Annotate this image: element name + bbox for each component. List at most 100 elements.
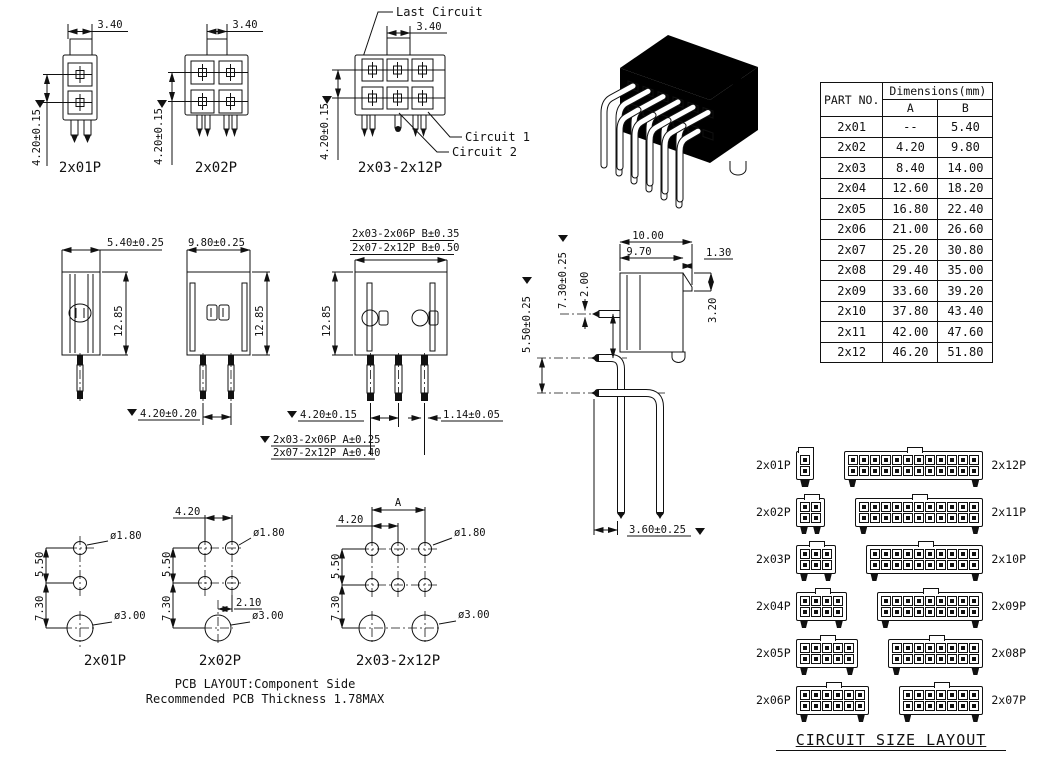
pcb-layout-2x03-2x12p: A 4.20 5.50 7.30 ø1.80 ø3.00 2x03-2x12P — [330, 497, 490, 669]
connector-4col — [796, 588, 847, 628]
cavity — [969, 513, 980, 523]
cavity — [903, 466, 914, 476]
cavity — [925, 549, 936, 559]
cavity — [870, 549, 881, 559]
cavity — [903, 690, 914, 700]
dim-pin-pitch: 4.20±0.20 — [140, 408, 197, 420]
cavity — [958, 701, 969, 711]
cavity — [903, 701, 914, 711]
connector-leg — [800, 573, 808, 581]
connector-tab — [825, 682, 842, 688]
cavity — [947, 455, 958, 465]
connector-tab — [934, 682, 951, 688]
dim-pitch: 4.20±0.15 — [31, 109, 43, 166]
cavity — [859, 466, 870, 476]
note-b-tol-small: 2x03-2x06P B±0.35 — [352, 228, 459, 240]
connector-tab — [809, 541, 825, 547]
cavity — [947, 654, 958, 664]
connector-leg — [971, 667, 980, 675]
note-b-tol-large: 2x07-2x12P B±0.50 — [352, 242, 459, 254]
dim-hole-pitch: 5.50 — [161, 552, 173, 577]
cavity — [811, 690, 821, 700]
cavity — [958, 690, 969, 700]
cavity — [914, 455, 925, 465]
connector-10col — [866, 541, 984, 581]
cavity — [969, 455, 980, 465]
cavity — [800, 643, 810, 653]
cavity — [833, 643, 843, 653]
cavity — [914, 643, 925, 653]
dim-pin-pitch: 4.20±0.15 — [300, 409, 357, 421]
cavity — [800, 466, 810, 476]
cavity — [811, 643, 821, 653]
dim-depth-body: 9.70 — [626, 246, 651, 258]
cavity — [936, 607, 947, 617]
connector-leg — [859, 526, 868, 534]
cavity — [969, 502, 980, 512]
connector-leg — [824, 573, 832, 581]
view-label-2x03-2x12p: 2x03-2x12P — [358, 160, 442, 176]
hole-dia-small: ø1.80 — [253, 527, 285, 539]
cavity — [936, 466, 947, 476]
connector-leg — [971, 620, 980, 628]
dim-hole-pitch: 5.50 — [330, 554, 342, 579]
connector-5col — [796, 635, 858, 675]
cavity — [833, 607, 843, 617]
connector-tab — [798, 447, 814, 453]
cavity — [800, 455, 810, 465]
table-header-a: A — [882, 99, 939, 117]
connector-2col — [796, 494, 825, 534]
connector-leg — [813, 526, 821, 534]
cavity — [958, 502, 969, 512]
connector-label: 2x10P — [991, 551, 1026, 566]
cavity — [925, 455, 936, 465]
cavity — [958, 560, 969, 570]
cavity — [936, 502, 947, 512]
cavity — [892, 596, 903, 606]
cavity — [914, 701, 925, 711]
side-view-2x03-2x12: 2x03-2x06P B±0.35 2x07-2x12P B±0.50 12.8… — [260, 228, 503, 460]
cavity — [969, 690, 980, 700]
cavity — [925, 690, 936, 700]
dim-peg-offset: 7.30 — [34, 596, 46, 621]
connector-leg — [835, 620, 843, 628]
cavity — [892, 607, 903, 617]
cavity — [969, 701, 980, 711]
cavity — [892, 466, 903, 476]
cavity — [936, 560, 947, 570]
cavity — [903, 560, 914, 570]
connector-tab — [923, 588, 940, 594]
connector-leg — [892, 667, 901, 675]
cavity — [903, 596, 914, 606]
hole-dia-big: ø3.00 — [458, 609, 490, 621]
pcb-note-2: Recommended PCB Thickness 1.78MAX — [146, 692, 385, 706]
dim-hole-pitch: 5.50 — [34, 552, 46, 577]
pcb-label-2x01p: 2x01P — [84, 653, 126, 669]
connector-leg — [800, 714, 808, 722]
datum-triangle — [157, 100, 167, 108]
datum-triangle — [522, 277, 532, 284]
cavity — [800, 560, 810, 570]
dim-peg-offset: 7.30 — [330, 596, 342, 621]
connector-tab — [912, 494, 929, 500]
connector-leg — [800, 526, 808, 534]
cavity — [969, 549, 980, 559]
connector-tab — [906, 447, 923, 453]
cavity — [958, 654, 969, 664]
cavity — [811, 560, 821, 570]
cavity — [870, 466, 881, 476]
cavity — [870, 455, 881, 465]
datum-triangle — [35, 100, 45, 108]
cavity — [822, 654, 832, 664]
cavity — [881, 502, 892, 512]
dim-width: 3.40 — [97, 19, 122, 31]
cavity — [947, 701, 958, 711]
cavity — [969, 643, 980, 653]
dim-tab-height: 3.20 — [707, 298, 719, 323]
connector-label: 2x09P — [991, 598, 1026, 613]
cavity — [925, 596, 936, 606]
